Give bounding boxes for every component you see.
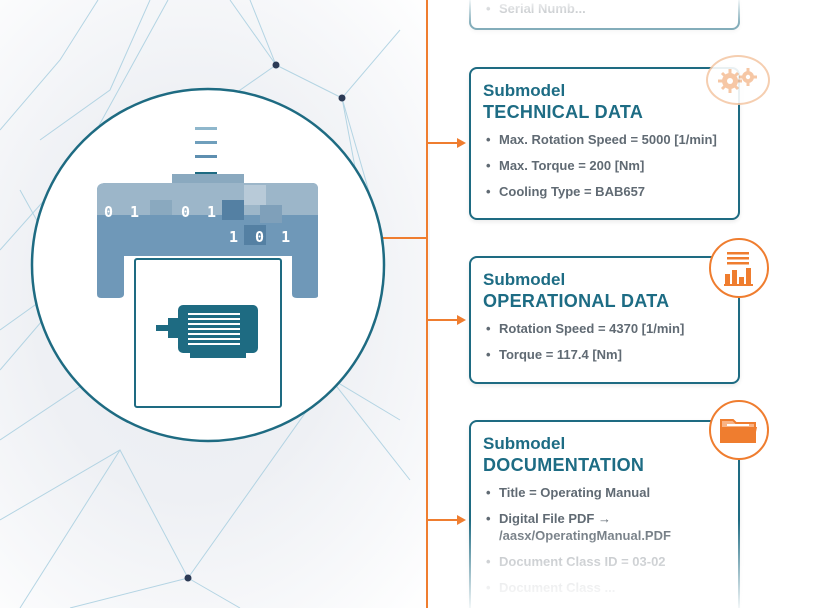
folder-icon: [709, 400, 769, 460]
motor-icon: [156, 305, 258, 358]
binary-text-right: 1 0 1: [229, 228, 295, 246]
submodel-item: Cooling Type = BAB657: [483, 183, 724, 200]
arrow-head: [457, 315, 466, 325]
network-node: [184, 574, 192, 582]
submodel-card-operational-data[interactable]: Submodel OPERATIONAL DATA Rotation Speed…: [469, 256, 740, 384]
network-node: [272, 61, 280, 69]
submodel-item: Document Class ...: [483, 579, 724, 596]
binary-text-left: 0 1: [104, 203, 144, 221]
submodel-title: OPERATIONAL DATA: [483, 291, 670, 311]
arrow-head: [457, 515, 466, 525]
submodel-kicker: Submodel: [483, 434, 566, 453]
submodel-title: DOCUMENTATION: [483, 455, 645, 475]
submodel-kicker: Submodel: [483, 81, 566, 100]
binary-text-mid: 0 1: [181, 203, 221, 221]
submodel-card-partial[interactable]: Serial Numb...: [469, 0, 740, 30]
submodel-item: Title = Operating Manual: [483, 484, 724, 501]
submodel-card-documentation[interactable]: Submodel DOCUMENTATION Title = Operating…: [469, 420, 740, 608]
submodel-item: Document Class ID = 03-02: [483, 553, 724, 570]
submodel-item: Torque = 117.4 [Nm]: [483, 346, 724, 363]
submodel-item: Max. Torque = 200 [Nm]: [483, 157, 724, 174]
submodel-kicker: Submodel: [483, 270, 566, 289]
arrow-head: [457, 138, 466, 148]
submodel-card-technical-data[interactable]: Submodel TECHNICAL DATA Max. Rotation Sp…: [469, 67, 740, 220]
gears-icon: [706, 55, 770, 105]
network-node: [338, 94, 346, 102]
submodel-item: Max. Rotation Speed = 5000 [1/min]: [483, 131, 724, 148]
submodel-item: Digital File PDF → /aasx/OperatingManual…: [483, 510, 673, 544]
submodel-title: TECHNICAL DATA: [483, 102, 644, 122]
bar-chart-icon: [709, 238, 769, 298]
submodel-item: Serial Numb...: [483, 0, 724, 17]
submodel-item: Rotation Speed = 4370 [1/min]: [483, 320, 724, 337]
